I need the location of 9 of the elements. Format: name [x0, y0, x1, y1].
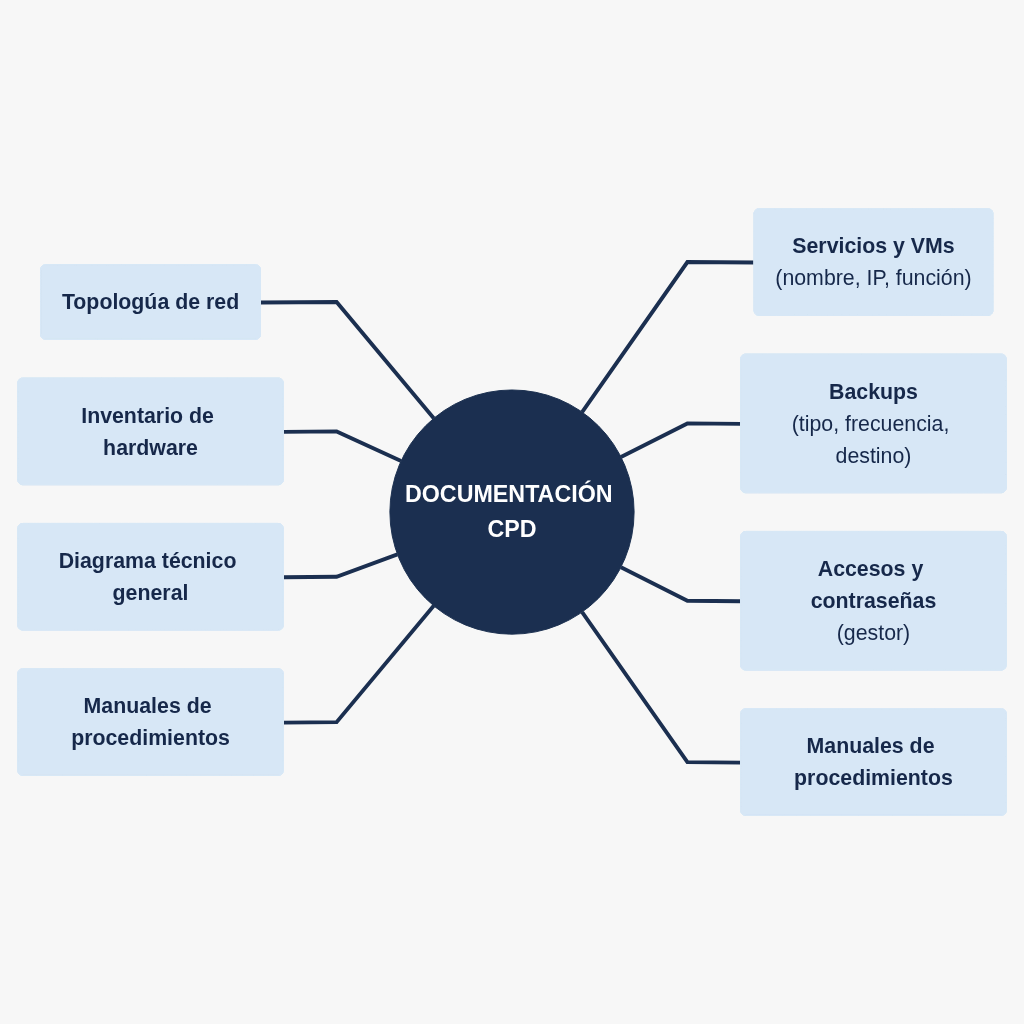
connector: [620, 421, 742, 459]
connector: [580, 610, 742, 765]
connector: [283, 552, 399, 580]
connector: [580, 260, 755, 414]
connector: [283, 604, 436, 725]
connector: [283, 429, 402, 463]
node-circle: DOCUMENTACIÓN CPD: [389, 389, 635, 635]
connector: [260, 300, 436, 420]
connector: [620, 565, 742, 604]
